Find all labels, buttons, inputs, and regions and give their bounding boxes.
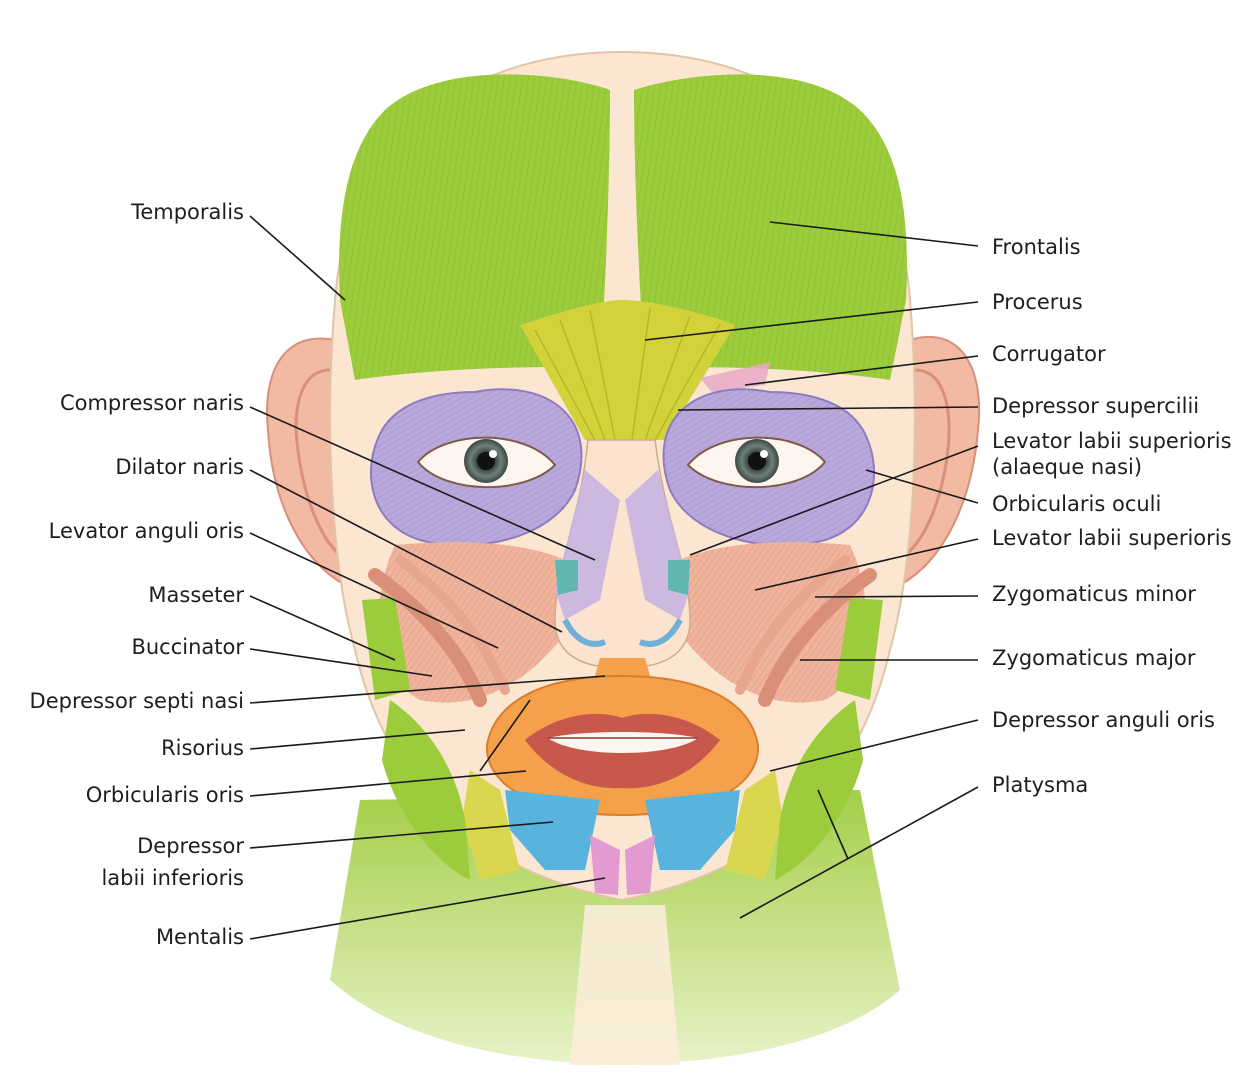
label-zygomaticus-major: Zygomaticus major — [992, 646, 1196, 671]
label-temporalis: Temporalis — [131, 200, 244, 225]
label-buccinator: Buccinator — [131, 635, 244, 660]
depressor-septi-nasi-muscle — [595, 658, 650, 676]
label-orbicularis-oris: Orbicularis oris — [86, 783, 244, 808]
label-corrugator: Corrugator — [992, 342, 1106, 367]
label-depressor-supercilii: Depressor supercilii — [992, 394, 1199, 419]
label-frontalis: Frontalis — [992, 235, 1081, 260]
label-levator-labii-superioris-alaeque-nasi-line1: Levator labii superioris — [992, 429, 1232, 454]
label-depressor-septi-nasi: Depressor septi nasi — [30, 689, 244, 714]
label-zygomaticus-minor: Zygomaticus minor — [992, 582, 1196, 607]
label-levator-labii-superioris-alaeque-nasi-line2: (alaeque nasi) — [992, 455, 1142, 480]
label-depressor-anguli-oris: Depressor anguli oris — [992, 708, 1215, 733]
label-procerus: Procerus — [992, 290, 1083, 315]
label-masseter: Masseter — [148, 583, 244, 608]
label-depressor-labii-inferioris-line2: labii inferioris — [101, 866, 244, 891]
label-dilator-naris: Dilator naris — [115, 455, 244, 480]
label-levator-anguli-oris: Levator anguli oris — [49, 519, 244, 544]
label-mentalis: Mentalis — [156, 925, 244, 950]
label-platysma: Platysma — [992, 773, 1088, 798]
label-orbicularis-oculi: Orbicularis oculi — [992, 492, 1161, 517]
label-risorius: Risorius — [161, 736, 244, 761]
label-levator-labii-superioris: Levator labii superioris — [992, 526, 1232, 551]
label-compressor-naris: Compressor naris — [60, 391, 244, 416]
label-depressor-labii-inferioris-line1: Depressor — [137, 834, 244, 859]
